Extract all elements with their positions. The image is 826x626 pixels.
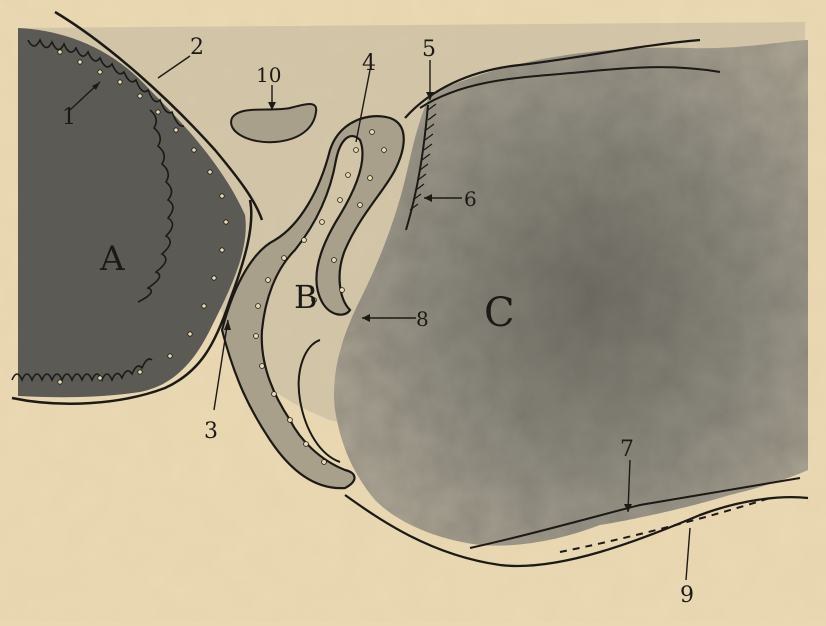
label-8: 8 (416, 307, 429, 331)
label-10: 10 (256, 63, 281, 87)
label-5: 5 (422, 37, 436, 62)
label-3: 3 (204, 419, 218, 444)
label-4: 4 (362, 51, 376, 76)
label-1: 1 (62, 105, 76, 130)
region-b-letter: B (294, 278, 318, 316)
region-a-letter: A (99, 239, 125, 279)
label-2: 2 (190, 35, 204, 60)
region-c-letter: C (484, 290, 515, 336)
label-6: 6 (464, 187, 477, 211)
label-9: 9 (680, 583, 694, 608)
label-7: 7 (620, 437, 634, 462)
